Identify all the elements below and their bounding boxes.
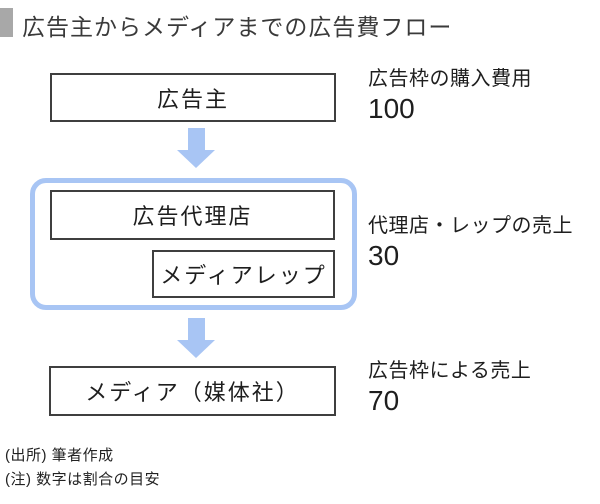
arrow-head: [177, 150, 215, 168]
annotation-agency-revenue: 代理店・レップの売上 30: [368, 213, 573, 272]
title-bullet-icon: [0, 8, 13, 37]
arrow-stem: [187, 318, 205, 340]
annotation-value: 30: [368, 240, 400, 271]
down-arrow-1-icon: [177, 128, 215, 168]
agency-box: 広告代理店: [50, 190, 335, 240]
annotation-label: 広告枠の購入費用: [368, 68, 532, 90]
annotation-value: 70: [368, 385, 400, 416]
annotation-purchase-cost: 広告枠の購入費用 100: [368, 66, 532, 125]
annotation-value: 100: [368, 93, 415, 124]
advertiser-label: 広告主: [156, 86, 229, 112]
advertiser-box: 広告主: [50, 73, 336, 122]
down-arrow-2-icon: [177, 318, 215, 358]
footnote-source: (出所) 筆者作成: [5, 447, 114, 464]
media-label: メディア（媒体社）: [85, 380, 300, 405]
media-box: メディア（媒体社）: [49, 366, 336, 416]
page-title: 広告主からメディアまでの広告費フロー: [22, 14, 453, 40]
footnote-note: (注) 数字は割合の目安: [5, 471, 161, 488]
media-rep-label: メディアレップ: [160, 263, 327, 288]
agency-label: 広告代理店: [132, 204, 253, 229]
footnotes: (出所) 筆者作成 (注) 数字は割合の目安: [5, 444, 160, 492]
annotation-label: 広告枠による売上: [368, 360, 532, 382]
annotation-media-revenue: 広告枠による売上 70: [368, 358, 531, 417]
arrow-head: [177, 340, 215, 358]
annotation-label: 代理店・レップの売上: [368, 215, 573, 237]
media-rep-box: メディアレップ: [152, 250, 335, 298]
arrow-stem: [187, 128, 205, 150]
